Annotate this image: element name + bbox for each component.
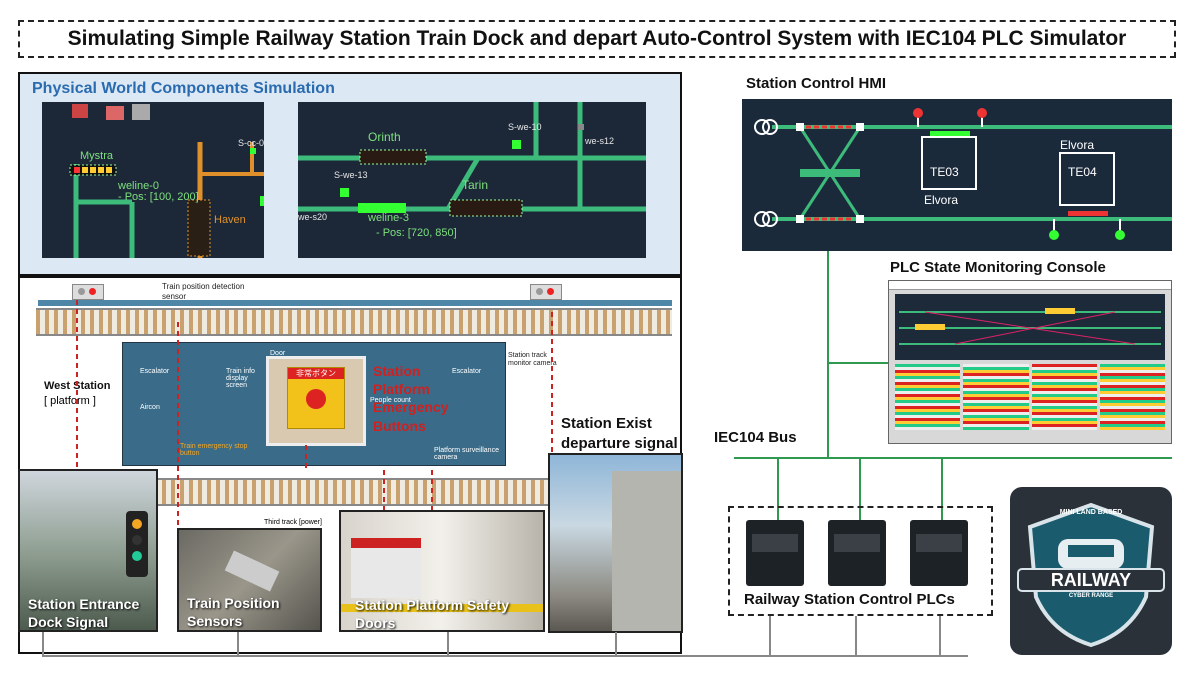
switch-label-swe10: S-we-10: [508, 122, 542, 132]
page-title: Simulating Simple Railway Station Train …: [18, 20, 1176, 58]
physical-simulation-title: Physical World Components Simulation: [32, 80, 335, 97]
third-track-label: Third track [power]: [264, 519, 322, 526]
iec104-bus-label: IEC104 Bus: [714, 429, 797, 446]
plc-monitoring-console: [888, 280, 1172, 444]
photo-caption-doors: Station Platform Safety Doors: [355, 597, 510, 632]
plc-device-1: [746, 520, 804, 586]
emergency-buttons-label: Station Platform Emergency Buttons: [373, 363, 449, 434]
logo-shield-icon: [1017, 502, 1165, 648]
console-plc-grids: [895, 364, 1165, 430]
emergency-button-photo: 非常ボタン: [266, 356, 366, 446]
plc-group-label: Railway Station Control PLCs: [744, 591, 955, 608]
building-icon: [72, 104, 88, 118]
photo-departure-signal: [548, 453, 683, 633]
hmi-canvas: [754, 108, 1172, 240]
railway-cyber-range-logo: MINI LAND BASED RAILWAY CYBER RANGE: [1010, 487, 1172, 655]
building-icon: [106, 106, 124, 120]
hmi-block-te04: TE04: [1068, 165, 1097, 179]
entrance-signal-icon: [72, 284, 104, 300]
position-label-3: - Pos: [720, 850]: [376, 227, 457, 239]
escalator-right-label: Escalator: [452, 368, 482, 375]
sensor-label: Train position detection sensor: [162, 282, 245, 301]
station-label-tarin: Tarin: [462, 178, 489, 192]
plc-device-2: [828, 520, 886, 586]
emergency-button-icon: [306, 389, 326, 409]
track-label-weline3: weline-3: [368, 212, 409, 224]
station-wall-icon: [612, 471, 681, 631]
sim-panel-right: [298, 102, 646, 258]
aircon-label: Aircon: [140, 404, 160, 411]
plc-group: [728, 506, 993, 616]
hmi-station-elvora-1: Elvora: [924, 193, 959, 207]
building-icon: [132, 104, 150, 120]
console-map-view: [895, 294, 1165, 360]
hmi-title: Station Control HMI: [746, 75, 886, 92]
station-label-orinth: Orinth: [368, 130, 401, 144]
logo-top-text: MINI LAND BASED: [1059, 509, 1123, 516]
train-info-label: Train info display screen: [226, 368, 255, 389]
top-rail-bar: [38, 300, 672, 306]
photo-caption-entrance: Station Entrance Dock Signal: [28, 596, 140, 631]
photo-entrance-signal: Station Entrance Dock Signal: [18, 469, 158, 632]
console-title: PLC State Monitoring Console: [890, 259, 1106, 276]
surveillance-label: Platform surveillance camera: [434, 447, 499, 461]
exit-signal-label: Station Exist departure signal: [561, 415, 678, 452]
track-label-weline0: weline-0: [118, 180, 159, 192]
sensor-connection-arrows: [76, 300, 553, 528]
plc-device-3: [910, 520, 968, 586]
station-label-haven: Haven: [214, 214, 246, 226]
photo-caption-sensors: Train Position Sensors: [187, 595, 280, 630]
door-panel-icon: [351, 538, 421, 598]
logo-sub-text: CYBER RANGE: [1068, 593, 1114, 599]
door-label: Door: [270, 350, 286, 357]
station-label-mystra: Mystra: [80, 150, 113, 162]
sim-panel-left: [42, 102, 264, 258]
west-station-platform-tag: [ platform ]: [44, 395, 96, 407]
photo-position-sensors: Train Position Sensors: [177, 528, 322, 632]
switch-label-wes12: we-s12: [585, 136, 615, 146]
escalator-left-label: Escalator: [140, 368, 170, 375]
position-label-0: - Pos: [100, 200]: [118, 191, 199, 203]
switch-label-wes20: we-s20: [298, 212, 328, 222]
traffic-light-icon: [126, 511, 148, 577]
station-control-hmi: [742, 99, 1172, 251]
switch-label-scc0: S-cc-0: [238, 138, 265, 148]
emergency-button-sign: 非常ボタン: [288, 368, 344, 379]
sim-right-canvas: [298, 102, 646, 217]
exit-signal-icon: [530, 284, 562, 300]
emergency-stop-label: Train emergency stop button: [180, 443, 248, 457]
emergency-button-panel: 非常ボタン: [287, 367, 345, 429]
logo-main-text: RAILWAY: [1050, 570, 1132, 590]
sim-left-canvas: [69, 104, 264, 258]
hmi-block-te03: TE03: [930, 165, 959, 179]
hmi-station-elvora-2: Elvora: [1060, 138, 1095, 152]
people-count-label: People count: [370, 397, 411, 404]
railway-track-top: [36, 308, 672, 336]
monitor-camera-label: Station track monitor camera: [508, 352, 557, 368]
switch-label-swe13: S-we-13: [334, 170, 368, 180]
photo-safety-doors: Station Platform Safety Doors: [339, 510, 545, 632]
